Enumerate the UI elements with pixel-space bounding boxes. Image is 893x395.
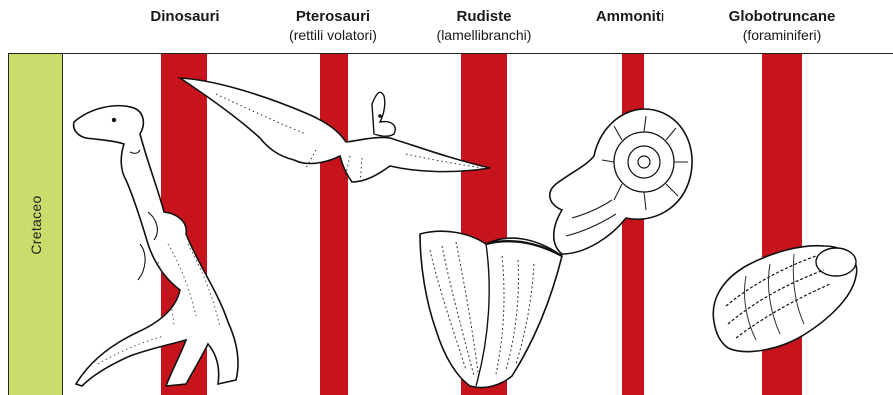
column-header-globotruncane: Globotruncane (foraminiferi) <box>692 8 872 44</box>
pterosaur-icon <box>176 64 494 186</box>
column-subtitle: (lamellibranchi) <box>394 26 574 44</box>
ammonite-icon <box>542 96 700 256</box>
column-title: Ammonit <box>596 8 661 25</box>
column-title-suffix: i <box>661 8 664 25</box>
column-title: Globotruncane <box>692 8 872 26</box>
header-divider <box>8 53 893 54</box>
column-subtitle: (foraminiferi) <box>692 26 872 44</box>
column-title: Dinosauri <box>150 8 219 25</box>
globotruncana-icon <box>706 236 864 358</box>
period-label: Cretaceo <box>28 195 44 254</box>
period-bar: Cretaceo <box>8 54 63 395</box>
column-headers: Dinosauri Pterosauri (rettili volatori) … <box>0 0 893 52</box>
